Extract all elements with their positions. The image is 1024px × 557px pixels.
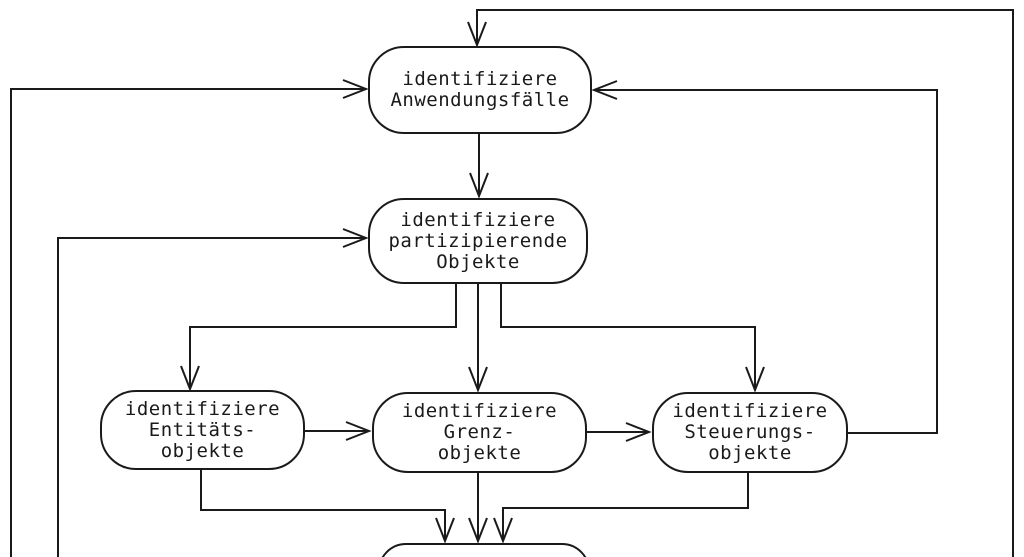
node-identifiziere-grenzobjekte: identifiziere Grenz- objekte <box>372 392 587 473</box>
edge-bottom-to-anwendungsfaelle-outer-left <box>10 79 369 557</box>
edge-steuerungs-to-bottom <box>493 472 749 544</box>
node-identifiziere-entitaetsobjekte: identifiziere Entitäts- objekte <box>100 390 305 470</box>
edge-bottom-to-anwendungsfaelle-outer-right <box>467 9 1014 557</box>
edge-entitaets-to-bottom <box>200 469 455 544</box>
node-bottom-partial <box>378 543 590 557</box>
edge-partizipierende-to-entitaets <box>180 283 457 392</box>
node-identifiziere-partizipierende-objekte: identifiziere partizipierende Objekte <box>368 198 588 284</box>
edge-bottom-to-partizipierende-inner-left <box>57 228 369 557</box>
edge-steuerungs-to-anwendungsfaelle-right-loop <box>591 80 938 434</box>
node-identifiziere-steuerungsobjekte: identifiziere Steuerungs- objekte <box>652 392 848 473</box>
node-identifiziere-anwendungsfaelle: identifiziere Anwendungsfälle <box>368 46 592 134</box>
edge-partizipierende-to-steuerungs <box>500 283 765 393</box>
